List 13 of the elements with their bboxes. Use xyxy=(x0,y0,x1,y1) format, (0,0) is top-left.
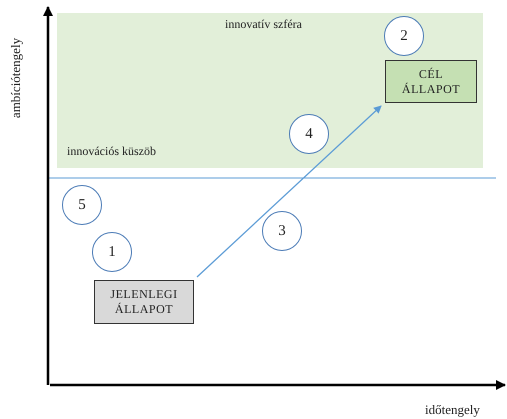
zone-label: innovatív szféra xyxy=(225,17,302,32)
state-box: CÉL ÁLLAPOT xyxy=(385,60,477,103)
number-circle: 3 xyxy=(262,211,302,251)
state-box: JELENLEGI ÁLLAPOT xyxy=(94,280,194,324)
number-circle: 4 xyxy=(289,114,329,154)
axis-label: ambíciótengely xyxy=(8,38,24,118)
axis-label: időtengely xyxy=(425,402,480,418)
number-circle: 5 xyxy=(62,185,102,225)
threshold-label: innovációs küszöb xyxy=(67,144,156,159)
sphere-band xyxy=(57,13,483,168)
number-circle: 1 xyxy=(92,232,132,272)
arrow xyxy=(196,105,382,278)
number-circle: 2 xyxy=(384,16,424,56)
